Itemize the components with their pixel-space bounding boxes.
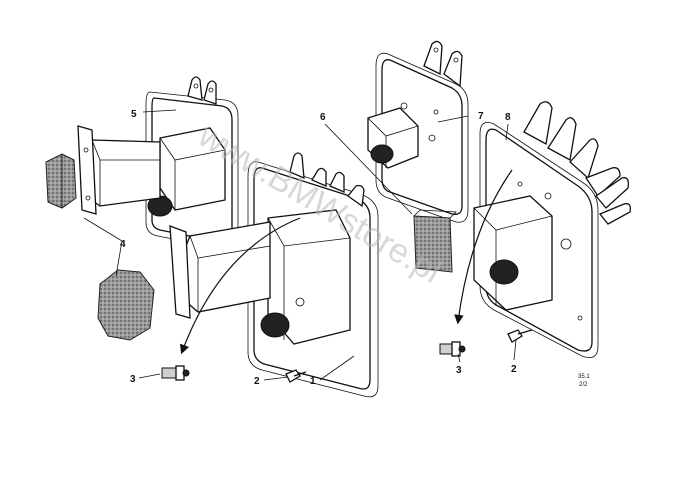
callout-2-left: 2: [254, 376, 260, 387]
rear-lamp-housing-back-left: [77, 76, 239, 251]
foam-pad-right: [413, 209, 457, 273]
callout-1: 1: [310, 376, 316, 387]
rear-lamp-housing-back-right: [367, 40, 469, 223]
rear-lamp-housing-front-right: [473, 101, 632, 359]
callout-7: 7: [478, 111, 484, 122]
foam-pad-upper: [45, 153, 77, 209]
screw-left: [285, 369, 307, 383]
callout-4: 4: [120, 239, 126, 250]
leader-lines: [83, 109, 517, 381]
screw-right: [507, 329, 533, 343]
assembly-arrow-right: [454, 169, 513, 325]
assembly-arrow-left: [180, 217, 301, 355]
drawing-code-sheet: 2/2: [579, 382, 588, 388]
callout-3-right: 3: [456, 365, 462, 376]
callout-8: 8: [505, 112, 511, 123]
foam-pad-lower: [97, 269, 155, 341]
drawing-code-number: 35.1: [578, 374, 590, 380]
callout-5: 5: [131, 109, 137, 120]
callout-3-left: 3: [130, 374, 136, 385]
callout-6: 6: [320, 112, 326, 123]
callout-2-right: 2: [511, 364, 517, 375]
bulb-socket-right: [439, 341, 466, 357]
bulb-socket-left: [161, 365, 190, 381]
rear-lamp-housing-front-left: [169, 152, 379, 398]
